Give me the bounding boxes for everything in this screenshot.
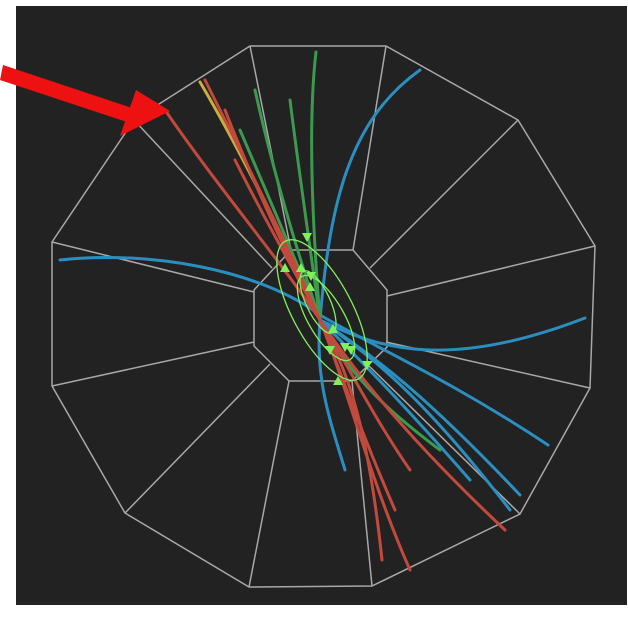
vertex-marker — [328, 324, 338, 333]
vertex-marker — [325, 346, 335, 355]
vertex-marker — [280, 263, 290, 272]
red-track — [163, 108, 412, 472]
vertex-marker — [302, 233, 312, 242]
blue-track — [317, 68, 422, 472]
vertex-marker — [362, 361, 372, 370]
arrow-shaft — [0, 65, 138, 124]
vertex-marker — [305, 282, 315, 291]
vertex-region — [276, 233, 372, 385]
green-track — [288, 98, 322, 322]
arrow-icon — [0, 65, 170, 136]
vertex-marker — [346, 346, 356, 355]
vertex-marker — [306, 272, 316, 281]
blue-track — [318, 316, 587, 352]
vertex-marker — [333, 376, 343, 385]
particle-tracks — [58, 50, 587, 572]
vertex-marker — [340, 343, 350, 352]
red-track — [318, 318, 507, 532]
green-track — [253, 88, 322, 322]
vertex-marker — [296, 263, 306, 272]
vertex-markers — [280, 233, 372, 385]
arrow-head — [120, 90, 170, 136]
vertex-ellipse — [296, 274, 356, 362]
vertex-ellipse — [276, 239, 368, 381]
green-track — [310, 50, 322, 322]
blue-track — [318, 318, 472, 482]
